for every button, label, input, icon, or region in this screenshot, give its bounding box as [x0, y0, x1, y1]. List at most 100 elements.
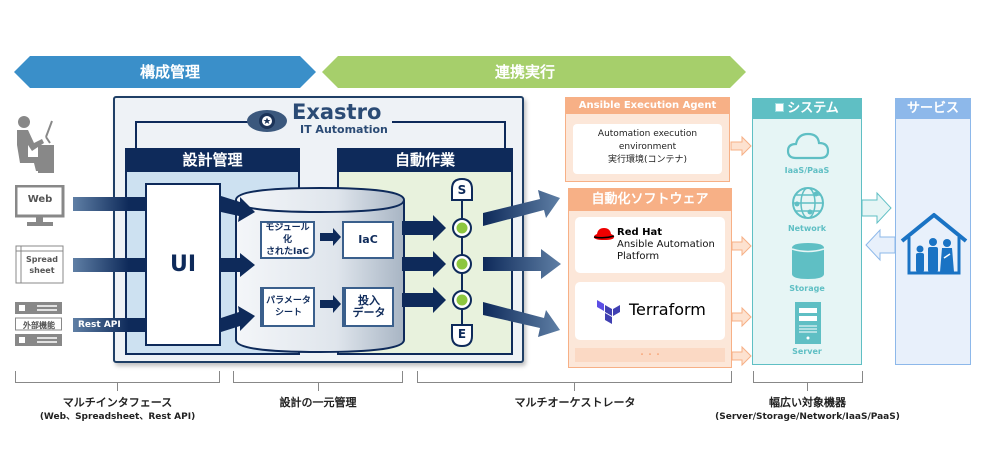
- chip-icon: [775, 103, 785, 112]
- service-box: サービス: [895, 98, 971, 365]
- rest-api-label: Rest API: [78, 320, 121, 330]
- service-header: サービス: [896, 99, 970, 119]
- spreadsheet-to-ui-arrow: [73, 253, 166, 277]
- phase-banners: [14, 56, 746, 88]
- end-node: [451, 324, 473, 348]
- server-icon: [795, 302, 821, 344]
- end-label: E: [457, 327, 467, 341]
- terraform-label: Terraform: [629, 300, 706, 319]
- agent-to-system-arrow: [730, 135, 752, 157]
- ui-box: UI: [145, 183, 221, 346]
- step2-to-software-arrow: [483, 249, 561, 279]
- config-management-banner: [14, 56, 316, 88]
- step3-to-software-arrow: [483, 302, 560, 337]
- execution-environment-card: Automation execution environment 実行環境(コン…: [573, 124, 722, 174]
- automation-software-header: 自動化ソフトウェア: [569, 189, 731, 211]
- bracket-tick-3: [574, 383, 575, 391]
- param-sheet-line1: パラメータ: [266, 296, 311, 306]
- step-node-3-dot: [456, 294, 468, 306]
- design-management-header: 設計管理: [127, 148, 298, 172]
- step1-to-software-arrow: [483, 190, 560, 226]
- external-system-label: 外部機能: [23, 321, 55, 330]
- input-data-line2: データ: [352, 306, 386, 319]
- terraform-card: Terraform: [575, 282, 725, 340]
- ui-to-repo-arrow-2: [221, 253, 255, 277]
- ansible-execution-agent-box: Ansible Execution Agent Automation execu…: [565, 97, 730, 182]
- bracket-tick-1: [117, 383, 118, 391]
- house-family-icon: [900, 213, 968, 275]
- central-design-label: 設計の一元管理: [279, 396, 357, 409]
- spreadsheet-icon: [15, 245, 64, 284]
- redhat-to-system-arrow: [731, 235, 752, 257]
- repository-cylinder: [235, 186, 405, 354]
- bracket-tick-2: [318, 383, 319, 391]
- step-node-2-dot: [456, 258, 468, 270]
- external-system-icon: [15, 302, 62, 346]
- storage-label: Storage: [789, 284, 825, 293]
- user-at-desk-icon: [17, 116, 54, 173]
- more-software: ・・・: [575, 348, 725, 362]
- execution-env-line1: Automation execution: [597, 129, 698, 139]
- param-to-input-arrow: [320, 295, 341, 313]
- iac-doc: IaC: [342, 221, 394, 259]
- ui-to-repo-arrow-3: [221, 306, 255, 332]
- system-header: システム: [753, 99, 861, 119]
- exastro-eye-logo-icon: [247, 110, 287, 132]
- web-monitor-icon: [15, 185, 65, 226]
- network-label: Network: [787, 224, 827, 233]
- system-header-label: システム: [787, 101, 839, 116]
- terraform-to-system-arrow: [731, 306, 752, 328]
- cooperative-execution-label: 連携実行: [494, 63, 555, 81]
- multi-orchestrator-label: マルチオーケストレータ: [514, 396, 636, 409]
- restapi-to-ui-arrow: [73, 313, 166, 337]
- redhat-aap-card: Red Hat Ansible Automation Platform: [575, 217, 725, 273]
- system-box: システム IaaS/PaaS Network Storage Server: [752, 98, 862, 365]
- bracket-multi-interface: [15, 371, 220, 383]
- cloud-icon: [786, 132, 830, 160]
- redhat-hat-icon: [593, 228, 615, 240]
- start-node: [451, 177, 473, 201]
- redhat-product-line1: Ansible Automation: [617, 239, 715, 250]
- spreadsheet-label-line2: sheet: [29, 266, 55, 275]
- multi-interface-title: マルチインタフェース: [62, 396, 173, 409]
- logo-bracket: [135, 121, 506, 149]
- modular-iac-line2: されたIaC: [265, 247, 310, 257]
- multi-interface-label: マルチインタフェース (Web、Spreadsheet、Rest API): [15, 396, 220, 424]
- exastro-logo-title: Exastro: [292, 100, 382, 124]
- iaas-paas-label: IaaS/PaaS: [784, 166, 830, 175]
- spreadsheet-label: Spread sheet: [22, 254, 62, 276]
- parameter-sheet-doc: パラメータシート: [260, 287, 315, 327]
- step-node-1-dot: [456, 222, 468, 234]
- bracket-wide-targets: [753, 371, 863, 383]
- bracket-orchestrator: [417, 371, 732, 383]
- wide-targets-title: 幅広い対象機器: [769, 396, 846, 409]
- modular-iac-line1: モジュール化: [265, 223, 310, 245]
- wide-targets-sub: (Server/Storage/Network/IaaS/PaaS): [715, 412, 900, 422]
- repo-to-step1-arrow: [402, 215, 446, 241]
- automation-work-header: 自動作業: [339, 148, 511, 172]
- cooperative-execution-banner: [322, 56, 746, 88]
- start-label: S: [457, 183, 467, 197]
- spreadsheet-label-line1: Spread: [26, 255, 58, 264]
- redhat-product: Ansible Automation Platform: [617, 239, 715, 263]
- web-label: Web: [27, 194, 53, 205]
- redhat-brand: Red Hat: [617, 227, 663, 238]
- config-management-label: 構成管理: [139, 63, 200, 81]
- exastro-logo-subtitle: IT Automation: [300, 123, 388, 136]
- ansible-execution-agent-header: Ansible Execution Agent: [566, 98, 729, 114]
- multi-interface-sub: (Web、Spreadsheet、Rest API): [39, 412, 196, 422]
- redhat-product-line2: Platform: [617, 251, 660, 262]
- service-to-system-arrow: [865, 228, 896, 262]
- storage-cylinder-icon: [791, 243, 825, 279]
- execution-env-line2: environment: [618, 142, 677, 152]
- modular-to-iac-arrow: [320, 228, 341, 246]
- execution-env-line3: 実行環境(コンテナ): [607, 155, 688, 165]
- bracket-central-design: [233, 371, 403, 383]
- automation-software-box: 自動化ソフトウェア Red Hat Ansible Automation Pla…: [568, 188, 732, 368]
- terraform-logo-icon: [597, 300, 620, 324]
- more-to-system-arrow: [731, 345, 752, 367]
- globe-network-icon: [792, 187, 824, 219]
- param-sheet-line2: シート: [274, 308, 302, 318]
- wide-targets-label: 幅広い対象機器 (Server/Storage/Network/IaaS/Paa…: [700, 396, 915, 424]
- input-data-line1: 投入: [358, 294, 380, 307]
